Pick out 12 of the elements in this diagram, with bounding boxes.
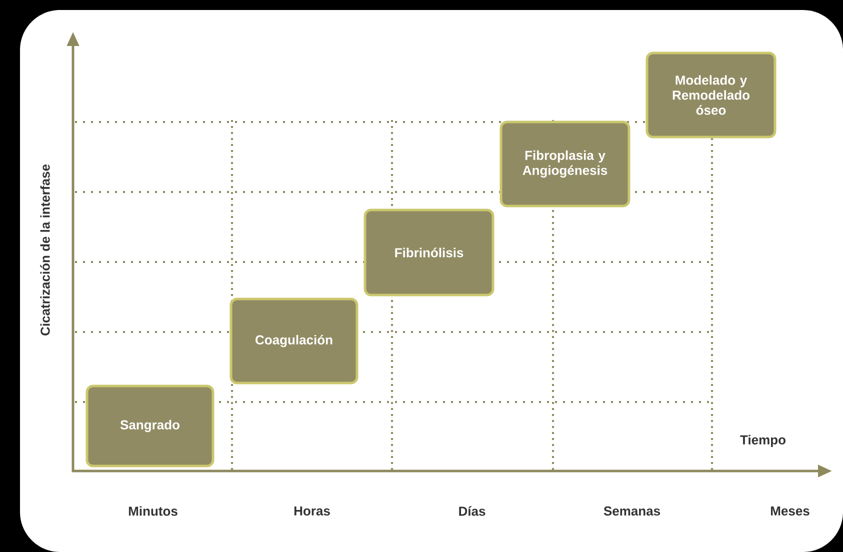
axis-tick-label: Horas [294, 506, 330, 516]
axis-title: Tiempo [740, 434, 786, 448]
axis-title: Cicatrización de la interfase [40, 164, 50, 336]
stage-box: Fibroplasia y Angiogénesis [500, 120, 630, 208]
axis-tick-label: Minutos [128, 506, 178, 516]
stage-box: Coagulación [230, 298, 358, 384]
stage-box: Modelado y Remodelado óseo [646, 52, 776, 138]
axis-tick-label: Meses [771, 506, 810, 516]
axis-tick-label: Semanas [604, 506, 660, 516]
stage-box: Fibrinólisis [364, 208, 494, 296]
axis-tick-label: Días [459, 506, 486, 516]
stage-box: Sangrado [86, 384, 214, 468]
